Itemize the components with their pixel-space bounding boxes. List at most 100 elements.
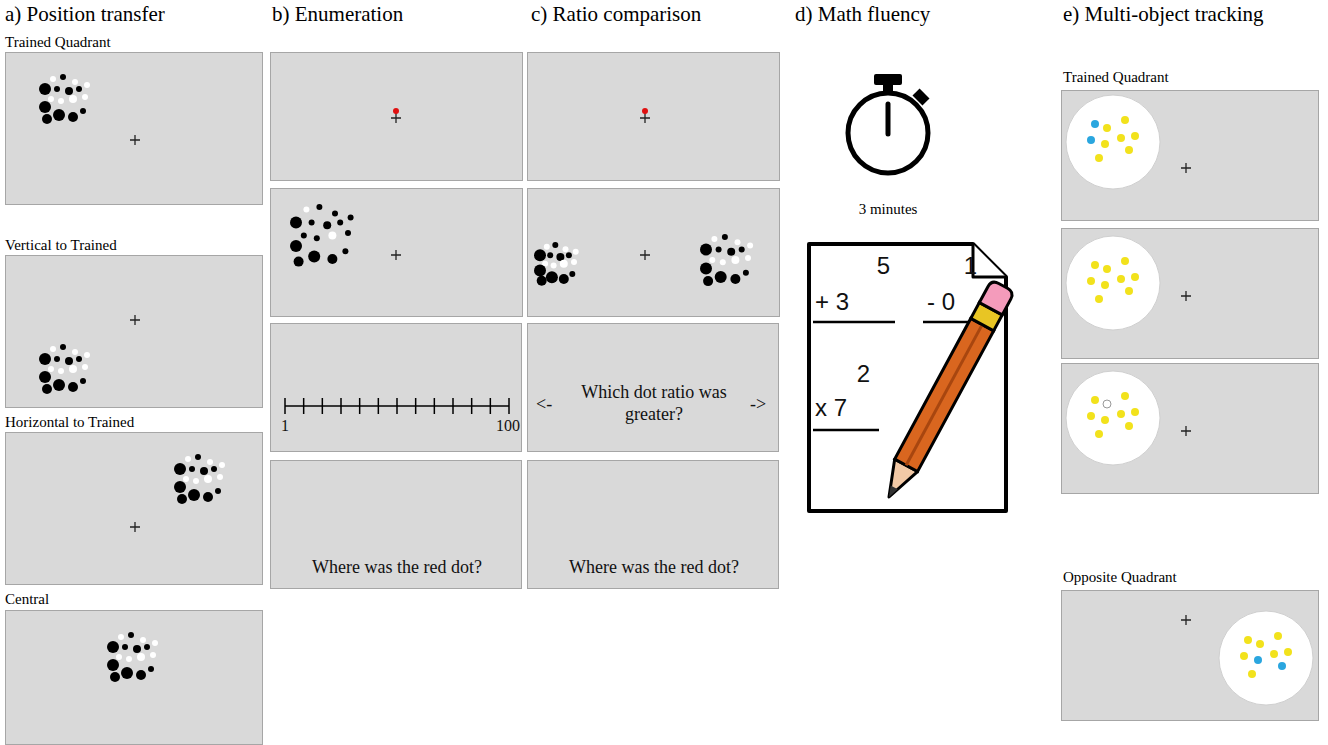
tracking-dots: [1087, 257, 1139, 303]
dot: [60, 74, 66, 80]
fixation-cross: [1181, 291, 1191, 301]
screen: [6, 53, 263, 205]
dot: [137, 653, 145, 661]
dot: [150, 652, 156, 658]
fixation-cross: [130, 315, 140, 325]
condition-label: Vertical to Trained: [5, 236, 117, 254]
response-screen: Where was the red dot?: [270, 460, 522, 589]
dot: [69, 95, 77, 103]
panel-title: c) Ratio comparison: [531, 2, 701, 27]
screen: [1062, 229, 1319, 359]
dot-array: [700, 234, 753, 286]
dot: [72, 349, 78, 355]
prompt-text: ->: [750, 394, 766, 416]
screen: [6, 433, 263, 585]
dot: [745, 255, 751, 261]
tracking-dot: [1131, 408, 1139, 416]
screen: [1062, 591, 1319, 721]
dot: [301, 233, 307, 239]
tracking-field: [1219, 611, 1313, 705]
dot: [39, 371, 51, 383]
dot-array: [39, 74, 90, 124]
tracking-dot: [1101, 140, 1109, 148]
math-problem: x 7: [815, 394, 847, 423]
dot: [110, 672, 120, 682]
dot: [140, 637, 146, 643]
panel-title: b) Enumeration: [272, 2, 403, 27]
fixation-cross: [1181, 615, 1191, 625]
dot: [136, 670, 146, 680]
scale-label: 1: [281, 416, 289, 435]
dot: [547, 252, 553, 258]
dot: [309, 220, 315, 226]
tracking-dot: [1095, 430, 1103, 438]
tracking-dot: [1284, 648, 1292, 656]
dot: [720, 259, 726, 265]
dot: [739, 247, 745, 253]
tracking-dot: [1270, 650, 1278, 658]
tracking-dot: [1274, 632, 1282, 640]
dot: [39, 101, 51, 113]
dot: [203, 492, 213, 502]
dot: [53, 109, 65, 121]
tracking-dot: [1117, 410, 1125, 418]
dot: [563, 246, 569, 252]
dot: [328, 232, 336, 240]
stopwatch-icon: [848, 74, 929, 173]
dot: [215, 488, 221, 494]
tracking-dot: [1103, 265, 1111, 273]
dot: [314, 235, 320, 241]
dot: [84, 82, 90, 88]
dot: [39, 83, 51, 95]
tracking-dot: [1091, 261, 1099, 269]
dot: [118, 634, 124, 640]
dot: [323, 221, 331, 229]
dot: [571, 259, 577, 265]
dot: [144, 644, 150, 650]
response-screen: Where was the red dot?: [527, 460, 779, 589]
screen: [1062, 364, 1319, 494]
tracking-dot: [1244, 636, 1252, 644]
tracking-dot: [1121, 116, 1129, 124]
dot: [82, 94, 88, 100]
dot: [58, 368, 64, 374]
panel-title: e) Multi-object tracking: [1063, 2, 1264, 27]
screen: [271, 53, 523, 181]
dot: [65, 87, 73, 95]
prompt-text: Which dot ratio was greater?: [579, 382, 729, 425]
dot: [573, 249, 579, 255]
red-dot: [642, 108, 648, 114]
dot: [48, 96, 54, 102]
dot: [537, 276, 547, 286]
dot: [700, 263, 712, 275]
math-problem: - 0: [927, 288, 955, 317]
dot-array: [39, 344, 90, 394]
dot: [122, 644, 128, 650]
fixation-cross: [391, 250, 401, 260]
dot: [544, 244, 550, 250]
tracking-dot: [1125, 287, 1133, 295]
tracking-dot: [1125, 146, 1133, 154]
dot: [58, 98, 64, 104]
math-problem: + 3: [815, 288, 849, 317]
dot: [107, 659, 119, 671]
panel-title: a) Position transfer: [5, 2, 165, 27]
dot: [177, 494, 187, 504]
dot: [711, 236, 717, 242]
tracking-dot: [1091, 396, 1099, 404]
dot: [345, 230, 351, 236]
dot: [546, 271, 558, 283]
condition-label: Trained Quadrant: [5, 33, 111, 51]
dot: [148, 666, 154, 672]
dot: [68, 112, 78, 122]
dot: [217, 474, 223, 480]
dot: [54, 86, 60, 92]
condition-label: Horizontal to Trained: [5, 413, 134, 431]
dot: [337, 220, 343, 226]
dot: [709, 257, 715, 263]
dot: [715, 271, 727, 283]
dot: [219, 462, 225, 468]
worksheet: 5+ 31- 02x 7: [805, 240, 1010, 515]
dot: [68, 382, 78, 392]
tracking-dots: [1087, 116, 1139, 162]
